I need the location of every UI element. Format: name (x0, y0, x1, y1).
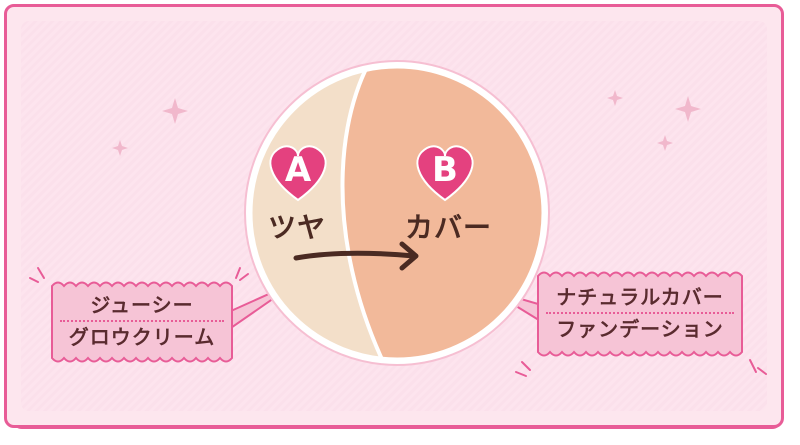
sparkle-icon (112, 140, 128, 156)
sparkle-icon (657, 135, 673, 151)
heart-a-icon (269, 145, 327, 202)
sparkle-icon (607, 90, 623, 106)
option-a-label: ツヤ (268, 211, 327, 244)
sparkle-icons (112, 90, 701, 156)
option-b-letter: B (432, 150, 458, 190)
skin-swatch-dark (342, 65, 545, 361)
right-note: ナチュラルカバー ファンデーション (546, 282, 734, 344)
right-note-line-2: ファンデーション (546, 312, 734, 344)
accent-marks (29, 267, 767, 377)
sparkle-icon (675, 96, 701, 122)
heart-b-icon (416, 145, 474, 202)
sparkle-icon (162, 98, 188, 124)
left-note-box (51, 281, 233, 363)
option-b-label: カバー (405, 211, 493, 244)
right-note-line-1: ナチュラルカバー (556, 285, 724, 309)
transition-arrow (293, 250, 417, 261)
left-note: ジューシー グロウクリーム (60, 290, 224, 352)
option-a-letter: A (284, 150, 312, 190)
swatch-circle (245, 61, 549, 365)
right-note-box (537, 271, 743, 357)
arrow-head-icon (399, 241, 419, 271)
left-note-line-1: ジューシー (90, 293, 194, 317)
left-note-line-2: グロウクリーム (60, 320, 224, 352)
